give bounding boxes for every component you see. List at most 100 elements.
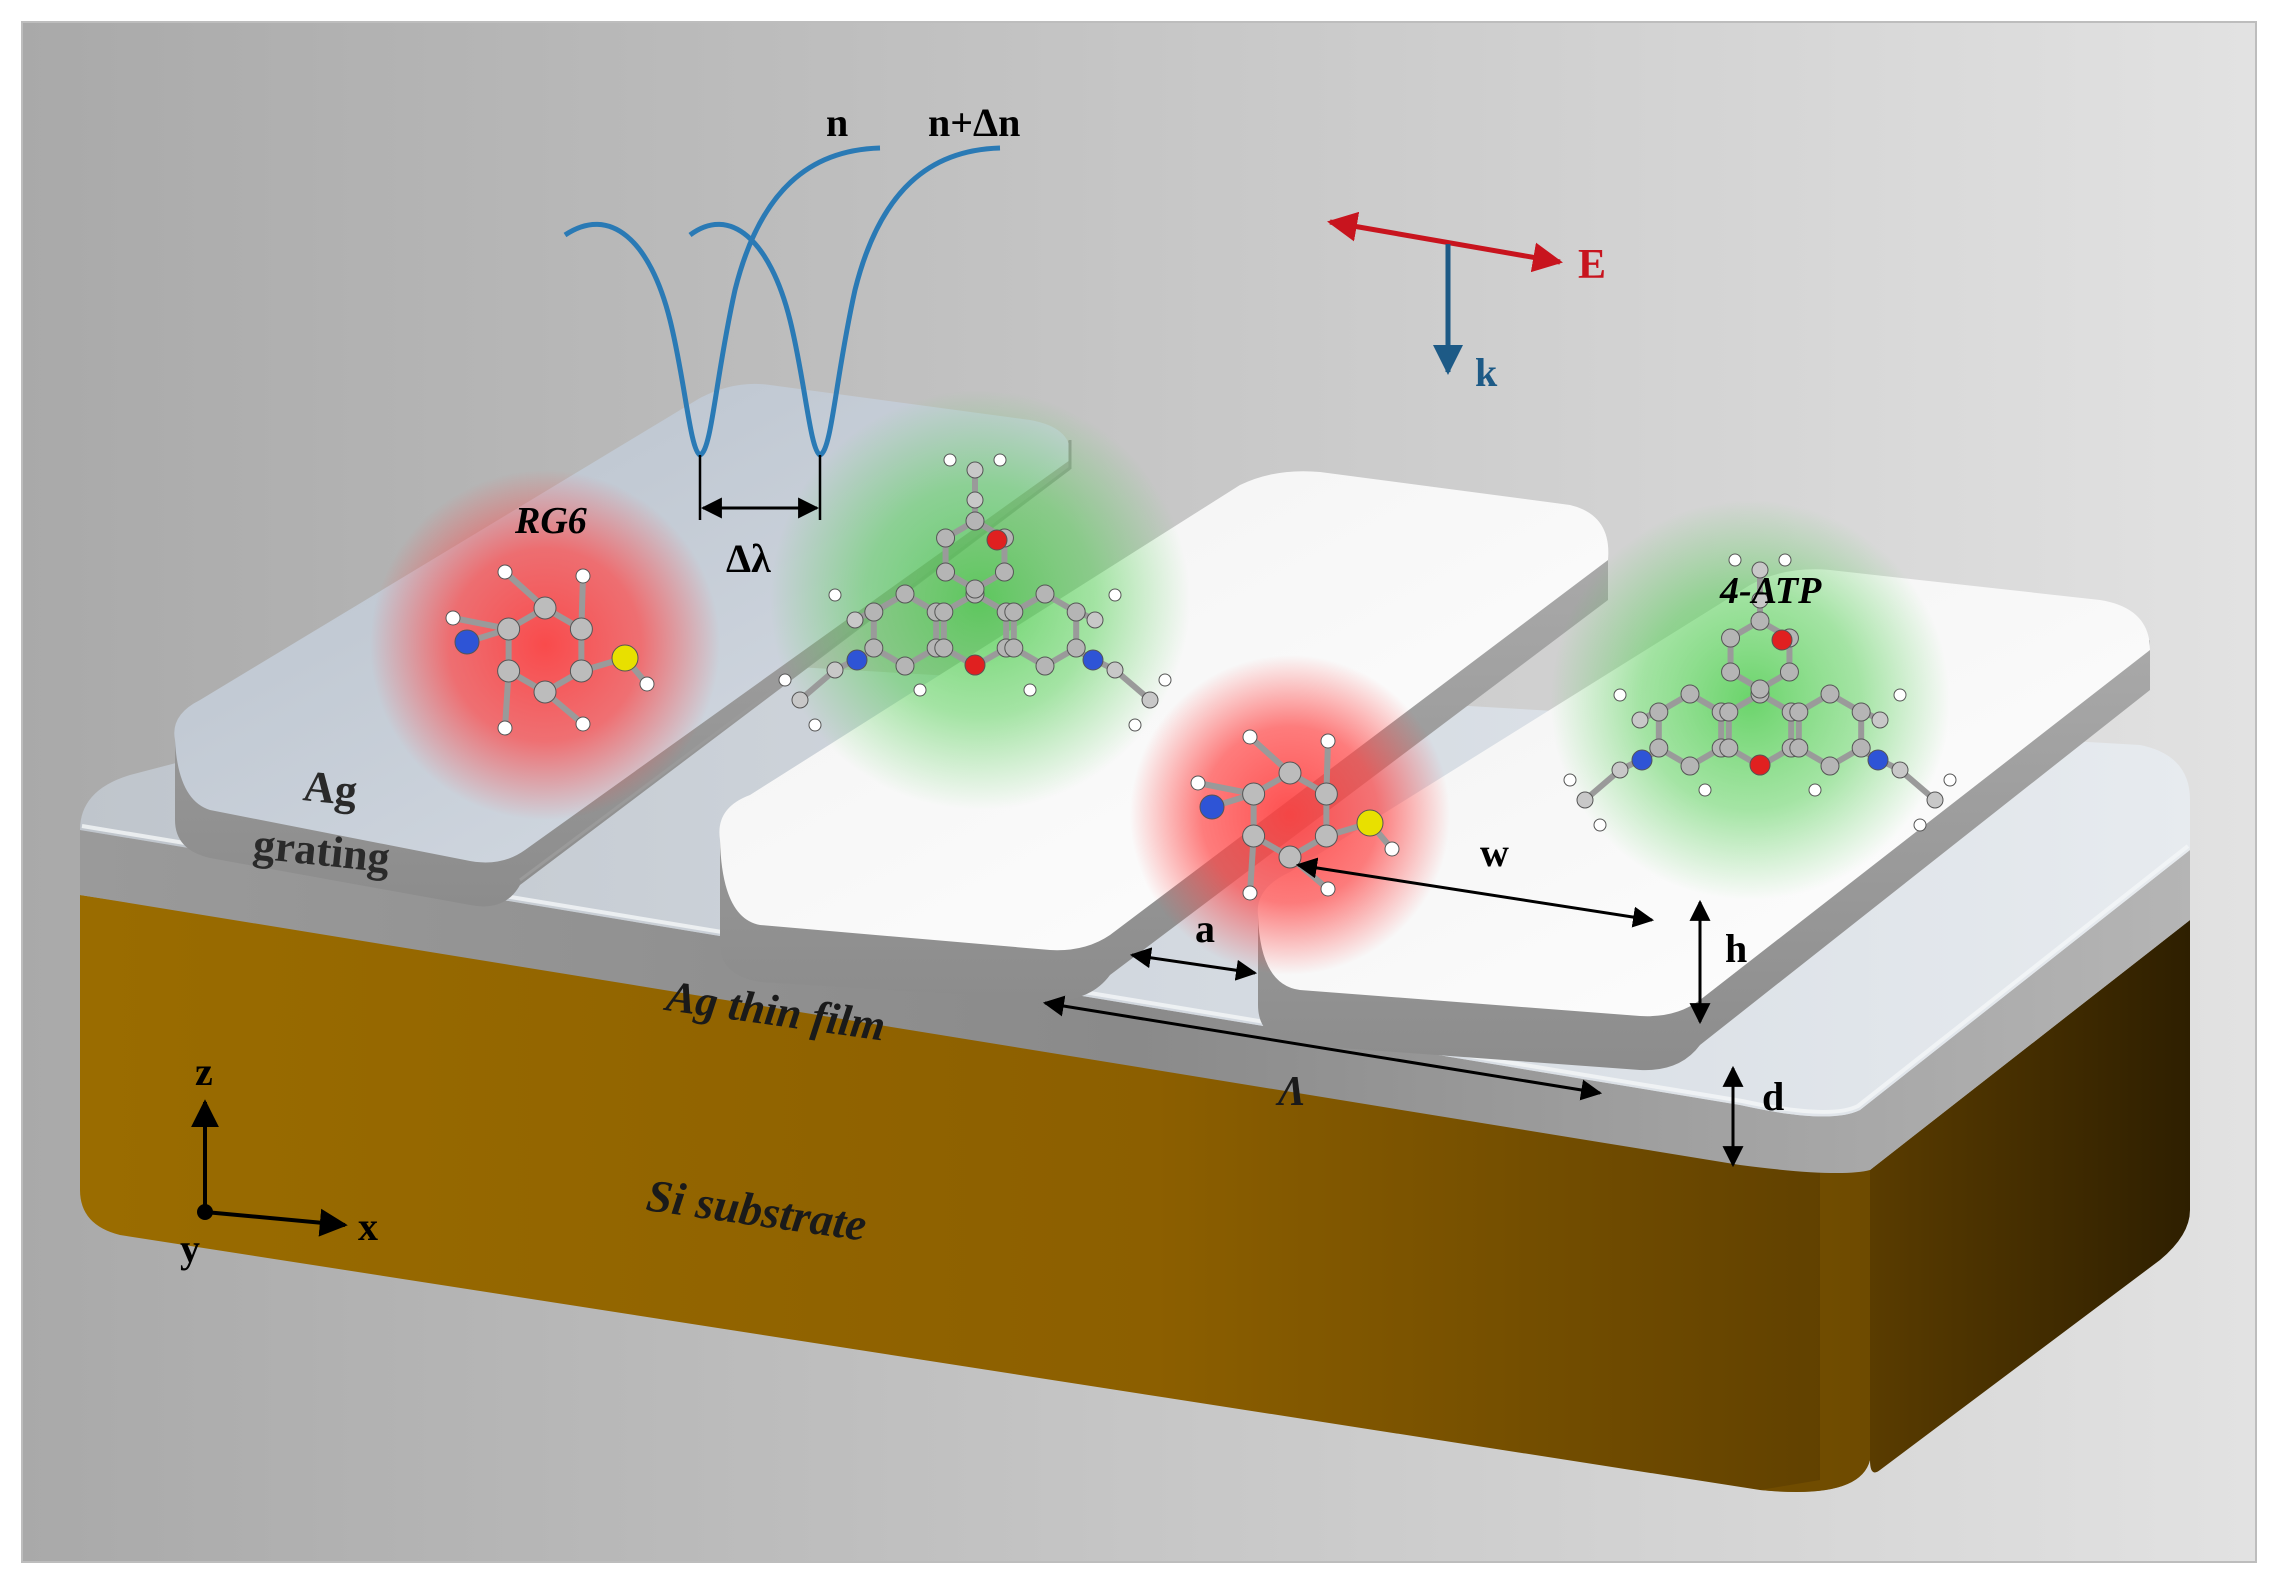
molecule-atom xyxy=(1242,729,1258,745)
molecule-atom xyxy=(846,611,864,629)
molecule-atom xyxy=(965,579,985,599)
molecule-atom xyxy=(964,654,986,676)
label-field-E: E xyxy=(1578,242,1606,288)
molecule-atom xyxy=(864,602,884,622)
molecule-atom xyxy=(1004,638,1024,658)
molecule-atom xyxy=(1314,782,1338,806)
label-ag-grating-line1: Ag xyxy=(301,761,360,815)
dim-period-arrow xyxy=(1042,995,1603,1101)
molecule-atom xyxy=(1751,561,1769,579)
label-axis-x: x xyxy=(358,1204,378,1249)
molecule-atom xyxy=(575,568,591,584)
molecule-atom xyxy=(778,673,792,687)
molecule-atom xyxy=(1106,661,1124,679)
molecule-atom xyxy=(569,617,593,641)
molecule-atom xyxy=(895,584,915,604)
molecule-atom xyxy=(1004,602,1024,622)
molecule-atom xyxy=(497,617,521,641)
molecule-atom xyxy=(966,461,984,479)
molecule-atom xyxy=(497,720,513,736)
label-spectrum-n: n xyxy=(826,100,848,145)
molecule-atom xyxy=(994,562,1014,582)
molecule-atom xyxy=(1808,783,1822,797)
label-dim-w: w xyxy=(1480,830,1509,875)
molecule-atom xyxy=(1128,718,1142,732)
molecule-atom xyxy=(1719,702,1739,722)
molecule-atom xyxy=(1563,773,1577,787)
spectrum-curve-n-dn xyxy=(688,145,1001,458)
molecule-atom xyxy=(533,680,557,704)
molecule-atom xyxy=(1778,553,1792,567)
molecule-atom xyxy=(1593,818,1607,832)
molecule-atom xyxy=(1913,818,1927,832)
molecule-atom xyxy=(1242,782,1266,806)
molecule-atom xyxy=(1384,841,1400,857)
molecule-atom xyxy=(454,629,480,655)
molecule-atom xyxy=(1943,773,1957,787)
molecule-atom xyxy=(497,564,513,580)
molecule-atom xyxy=(1680,756,1700,776)
axis-y-origin-dot xyxy=(197,1204,213,1220)
molecule-atom xyxy=(1242,824,1266,848)
molecule-atom xyxy=(1779,662,1799,682)
molecule-atom xyxy=(1867,749,1889,771)
molecule-atom xyxy=(913,683,927,697)
label-dim-d: d xyxy=(1762,1074,1784,1119)
molecule-atom xyxy=(1035,656,1055,676)
molecule-atom xyxy=(1680,684,1700,704)
molecule-atom xyxy=(1141,691,1159,709)
molecule-atom xyxy=(1871,711,1889,729)
molecule-atom xyxy=(575,716,591,732)
molecule-atom xyxy=(533,596,557,620)
molecule-atom xyxy=(1190,775,1206,791)
molecule-atom xyxy=(1750,611,1770,631)
molecule-atom xyxy=(1789,702,1809,722)
molecule-atom xyxy=(1066,602,1086,622)
molecule-atom xyxy=(1066,638,1086,658)
label-delta-lambda: Δλ xyxy=(726,536,771,581)
molecule-atom xyxy=(864,638,884,658)
label-molecule-rg6: RG6 xyxy=(514,500,587,542)
ag-thin-film-highlight xyxy=(81,824,2190,1114)
molecule-atom xyxy=(1086,611,1104,629)
molecule-atom xyxy=(1278,761,1302,785)
si-substrate-corner xyxy=(1760,1170,1870,1492)
molecule-atom xyxy=(1749,754,1771,776)
molecule-atom xyxy=(936,528,956,548)
molecule-atom xyxy=(1278,845,1302,869)
red-glow-1 xyxy=(370,470,720,820)
molecule-atom xyxy=(808,718,822,732)
molecule-atom xyxy=(1314,824,1338,848)
molecule-atom xyxy=(1719,738,1739,758)
molecule-atom xyxy=(846,649,868,671)
molecule-atom xyxy=(966,491,984,509)
molecule-atom xyxy=(791,691,809,709)
dim-a-arrow xyxy=(1129,947,1258,981)
molecule-atom xyxy=(1158,673,1172,687)
molecule-atom xyxy=(826,661,844,679)
molecule-atom xyxy=(895,656,915,676)
molecule-atom xyxy=(993,453,1007,467)
molecule-atom xyxy=(1771,629,1793,651)
molecule-atom xyxy=(936,562,956,582)
molecule-atom xyxy=(1035,584,1055,604)
molecule-atom xyxy=(1631,749,1653,771)
molecule-atom xyxy=(828,588,842,602)
molecule-atom xyxy=(445,610,461,626)
aminothiophenol-molecule-icon xyxy=(1190,729,1400,901)
molecule-atom xyxy=(1356,809,1384,837)
molecule-atom xyxy=(1320,733,1336,749)
molecule-atom xyxy=(1721,628,1741,648)
molecule-atom xyxy=(1926,791,1944,809)
molecule-atom xyxy=(1023,683,1037,697)
molecule-atom xyxy=(1851,702,1871,722)
molecule-atom xyxy=(1649,702,1669,722)
molecule-atom xyxy=(1199,794,1225,820)
molecule-atom xyxy=(1576,791,1594,809)
si-substrate-side xyxy=(1870,920,2190,1473)
molecule-atom xyxy=(1851,738,1871,758)
label-axis-y: y xyxy=(180,1226,200,1271)
aminothiophenol-molecule-icon xyxy=(445,564,655,736)
